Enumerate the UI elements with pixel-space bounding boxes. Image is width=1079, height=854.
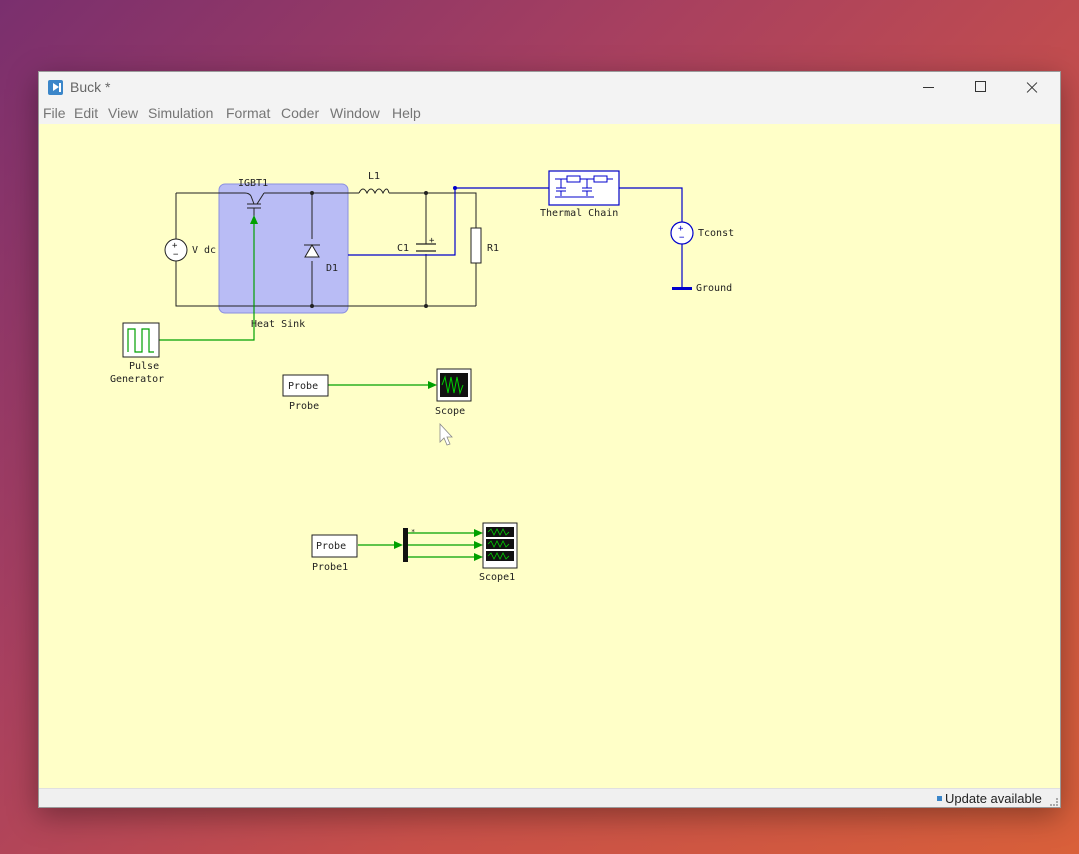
- schematic-svg: + − V dc IGBT1 D1 L1: [110, 170, 734, 583]
- signal-arrows: [250, 215, 483, 561]
- close-button[interactable]: [1007, 72, 1057, 103]
- inductor-label: L1: [368, 171, 380, 182]
- window-title: Buck *: [70, 79, 111, 95]
- menu-help[interactable]: Help: [392, 105, 421, 121]
- resistor-label: R1: [487, 243, 499, 254]
- menu-coder[interactable]: Coder: [281, 105, 320, 121]
- inductor-symbol[interactable]: [358, 188, 390, 195]
- update-indicator-icon: [937, 796, 942, 801]
- menu-view[interactable]: View: [108, 105, 139, 121]
- svg-text:+: +: [678, 224, 684, 234]
- scope-block[interactable]: [436, 368, 472, 402]
- svg-text:−: −: [679, 233, 685, 243]
- demux-marker: *: [411, 528, 415, 536]
- tconst-source[interactable]: + −: [670, 221, 694, 245]
- vdc-label: V dc: [192, 245, 216, 256]
- capacitor-plus: +: [429, 236, 435, 246]
- ground-label: Ground: [696, 283, 732, 294]
- vdc-source[interactable]: + −: [164, 238, 188, 262]
- thermal-chain-label: Thermal Chain: [540, 208, 618, 219]
- mouse-cursor-icon: [439, 422, 453, 446]
- thermal-wires: [348, 187, 683, 288]
- ground-symbol[interactable]: [672, 287, 692, 290]
- svg-text:+: +: [172, 241, 178, 251]
- heat-sink[interactable]: [218, 183, 349, 314]
- igbt-label: IGBT1: [238, 178, 268, 189]
- probe1-label: Probe1: [312, 562, 348, 573]
- probe1-box-text: Probe: [316, 541, 346, 552]
- scope1-block[interactable]: [482, 522, 518, 569]
- signal-wires: [159, 223, 479, 558]
- demux-block[interactable]: [403, 528, 408, 562]
- pulse-generator-block[interactable]: [122, 322, 160, 358]
- probe-label: Probe: [289, 401, 319, 412]
- scope-label: Scope: [435, 406, 465, 417]
- thermal-junction: [453, 186, 457, 190]
- probe-block[interactable]: [282, 374, 329, 397]
- schematic-canvas[interactable]: + − V dc IGBT1 D1 L1: [39, 124, 1060, 788]
- capacitor-symbol[interactable]: [416, 243, 436, 252]
- diode-label: D1: [326, 263, 338, 274]
- menu-window[interactable]: Window: [330, 105, 380, 121]
- junction-dots: [310, 191, 428, 308]
- maximize-button[interactable]: [955, 72, 1005, 103]
- app-window: Buck * File Edit View Simulation Format …: [38, 71, 1061, 808]
- probe1-block[interactable]: [311, 534, 358, 558]
- scope1-label: Scope1: [479, 572, 515, 583]
- pulse-generator-label-1: Pulse: [129, 361, 159, 372]
- pulse-generator-label-2: Generator: [110, 374, 164, 385]
- thermal-chain-block[interactable]: [548, 170, 620, 206]
- menu-bar: File Edit View Simulation Format Coder W…: [39, 103, 1060, 124]
- status-bar: Update available: [39, 788, 1060, 807]
- diode-symbol[interactable]: [304, 244, 320, 258]
- heat-sink-label: Heat Sink: [251, 319, 305, 330]
- svg-text:−: −: [173, 250, 179, 260]
- minimize-button[interactable]: [904, 72, 954, 103]
- capacitor-label: C1: [397, 243, 409, 254]
- menu-file[interactable]: File: [43, 105, 66, 121]
- resistor-symbol[interactable]: [470, 227, 482, 264]
- title-bar[interactable]: Buck *: [39, 72, 1060, 103]
- update-available-link[interactable]: Update available: [945, 791, 1042, 806]
- menu-simulation[interactable]: Simulation: [148, 105, 214, 121]
- plecs-app-icon: [48, 80, 63, 95]
- resize-grip-icon[interactable]: [1050, 798, 1058, 806]
- probe-box-text: Probe: [288, 381, 318, 392]
- menu-edit[interactable]: Edit: [74, 105, 99, 121]
- tconst-label: Tconst: [698, 228, 734, 239]
- menu-format[interactable]: Format: [226, 105, 271, 121]
